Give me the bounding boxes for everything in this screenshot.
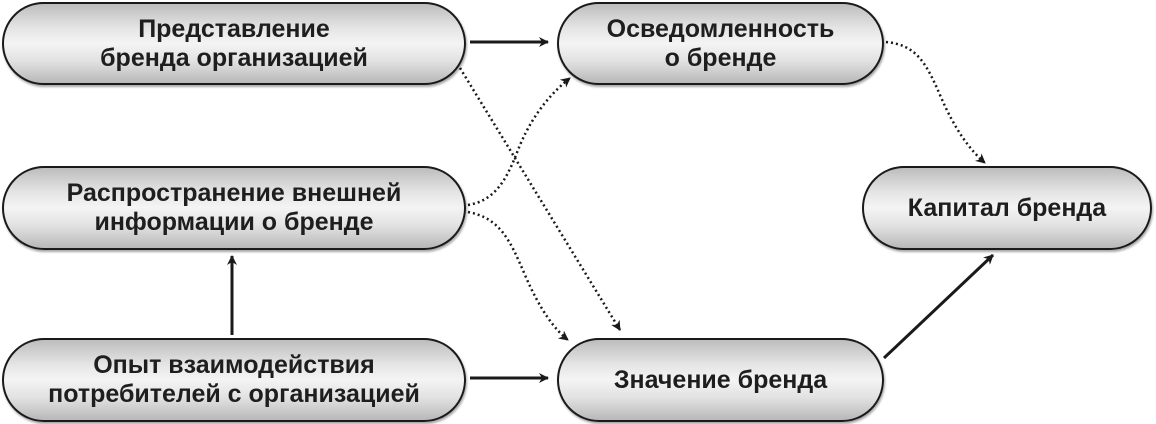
dotted-arrow-representation-to-meaning — [458, 67, 622, 331]
node-label: потребителей с организацией — [48, 380, 420, 408]
node-label: Значение бренда — [613, 365, 828, 394]
node-label: Представление — [138, 14, 330, 43]
node-label: о бренде — [664, 43, 777, 72]
node-label: Опыт взаимодействия — [93, 351, 375, 379]
node-brand-meaning: Значение бренда — [557, 338, 884, 422]
dotted-arrow-external-to-meaning — [467, 210, 569, 341]
node-label: информации о бренде — [94, 208, 374, 236]
dotted-arrow-external-to-awareness — [467, 77, 571, 207]
node-label: Распространение внешней — [66, 179, 402, 207]
node-label: Осведомленность — [606, 14, 835, 43]
node-label: бренда организацией — [100, 43, 368, 72]
dotted-arrow-awareness-to-equity — [885, 40, 986, 164]
node-brand-equity: Капитал бренда — [862, 166, 1152, 250]
arrow-meaning-to-equity — [882, 253, 995, 360]
node-label: Капитал бренда — [907, 193, 1107, 222]
